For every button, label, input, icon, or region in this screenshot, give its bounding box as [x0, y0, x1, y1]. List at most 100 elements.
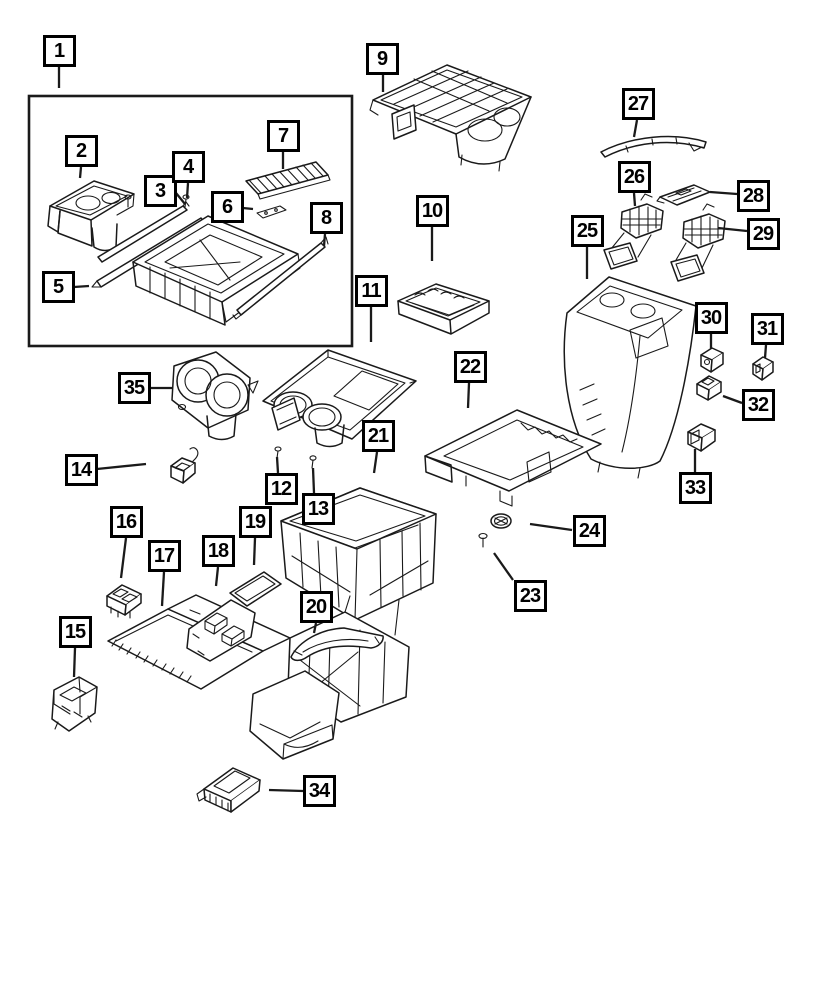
- callout-15[interactable]: 15: [58, 616, 92, 648]
- leader-line-17: [160, 571, 166, 607]
- leader-line-5: [73, 284, 90, 289]
- callout-21[interactable]: 21: [361, 420, 395, 452]
- part-35-cupholder-insert-drawing: [171, 351, 259, 441]
- callout-32[interactable]: 32: [741, 389, 775, 421]
- callout-13[interactable]: 13: [301, 493, 335, 525]
- callout-14[interactable]: 14: [64, 454, 98, 486]
- callout-30[interactable]: 30: [694, 302, 728, 334]
- part-11-cupholder-assembly-drawing: [262, 349, 417, 448]
- callout-label: 8: [320, 207, 332, 229]
- callout-3[interactable]: 3: [143, 175, 177, 207]
- leader-line-32: [722, 394, 743, 405]
- callout-label: 10: [421, 200, 443, 222]
- part-31-switch-drawing: [752, 356, 774, 381]
- callout-label: 23: [519, 585, 541, 607]
- callout-26[interactable]: 26: [617, 161, 651, 193]
- callout-label: 7: [277, 125, 289, 147]
- callout-10[interactable]: 10: [415, 195, 449, 227]
- callout-12[interactable]: 12: [264, 473, 298, 505]
- callout-label: 19: [244, 511, 266, 533]
- part-7-grille-drawing: [245, 161, 331, 200]
- callout-16[interactable]: 16: [109, 506, 143, 538]
- callout-33[interactable]: 33: [678, 472, 712, 504]
- callout-label: 2: [75, 140, 87, 162]
- callout-label: 33: [684, 477, 706, 499]
- callout-9[interactable]: 9: [365, 43, 399, 75]
- callout-18[interactable]: 18: [201, 535, 235, 567]
- callout-label: 11: [361, 280, 381, 302]
- part-32-switch-drawing: [696, 375, 722, 401]
- callout-1[interactable]: 1: [42, 35, 76, 67]
- callout-label: 31: [756, 318, 778, 340]
- part-19-pad-drawing: [229, 571, 282, 607]
- leader-line-24: [529, 522, 573, 532]
- part-14-connector-drawing: [170, 447, 199, 484]
- leader-line-16: [119, 537, 128, 579]
- part-23-screw-drawing: [478, 532, 488, 548]
- leader-line-26: [632, 192, 637, 207]
- callout-29[interactable]: 29: [746, 218, 780, 250]
- callout-label: 30: [700, 307, 722, 329]
- callout-label: 16: [115, 511, 137, 533]
- callout-label: 12: [270, 478, 292, 500]
- callout-label: 6: [221, 196, 233, 218]
- callout-7[interactable]: 7: [266, 120, 300, 152]
- callout-label: 17: [153, 545, 175, 567]
- callout-4[interactable]: 4: [171, 151, 205, 183]
- part-13-screw-drawing: [309, 455, 317, 469]
- part-12-screw-drawing: [274, 446, 282, 459]
- callout-label: 18: [207, 540, 229, 562]
- callout-31[interactable]: 31: [750, 313, 784, 345]
- group-box-1: [27, 94, 354, 348]
- callout-27[interactable]: 27: [621, 88, 655, 120]
- leader-line-15: [72, 647, 77, 678]
- callout-label: 1: [53, 40, 65, 62]
- callout-28[interactable]: 28: [736, 180, 770, 212]
- callout-19[interactable]: 19: [238, 506, 272, 538]
- part-16-switch-drawing: [106, 584, 142, 619]
- leader-line-3: [175, 192, 186, 205]
- part-24-emblem-drawing: [490, 513, 512, 529]
- callout-24[interactable]: 24: [572, 515, 606, 547]
- callout-25[interactable]: 25: [570, 215, 604, 247]
- part-9-lid-drawing: [369, 64, 532, 172]
- leader-line-19: [252, 537, 257, 566]
- leader-line-4: [185, 182, 190, 199]
- leader-line-12: [275, 456, 280, 474]
- callout-34[interactable]: 34: [302, 775, 336, 807]
- leader-lines: [27, 67, 768, 793]
- callout-label: 26: [623, 166, 645, 188]
- part-30-switch-drawing: [700, 347, 724, 373]
- callout-label: 28: [742, 185, 764, 207]
- callout-17[interactable]: 17: [147, 540, 181, 572]
- callout-11[interactable]: 11: [354, 275, 388, 307]
- part-22-lid-frame-drawing: [424, 409, 602, 507]
- callout-label: 21: [367, 425, 389, 447]
- leader-line-2: [78, 166, 83, 179]
- leader-line-8: [322, 233, 327, 247]
- leader-line-28: [709, 190, 738, 196]
- part-26-vent-drawing: [603, 193, 664, 270]
- leader-line-31: [763, 344, 768, 359]
- callout-23[interactable]: 23: [513, 580, 547, 612]
- callout-22[interactable]: 22: [453, 351, 487, 383]
- leader-line-23: [493, 552, 514, 581]
- callout-35[interactable]: 35: [117, 372, 151, 404]
- callout-8[interactable]: 8: [309, 202, 343, 234]
- callout-6[interactable]: 6: [210, 191, 244, 223]
- callout-5[interactable]: 5: [41, 271, 75, 303]
- part-18-bracket-drawing: [186, 599, 256, 662]
- leader-line-29: [717, 226, 748, 233]
- callout-label: 22: [459, 356, 481, 378]
- callout-label: 13: [307, 498, 329, 520]
- callout-20[interactable]: 20: [299, 591, 333, 623]
- callout-label: 15: [64, 621, 86, 643]
- leader-line-14: [96, 462, 147, 471]
- callout-2[interactable]: 2: [64, 135, 98, 167]
- leader-line-6: [242, 206, 254, 211]
- callout-label: 27: [627, 93, 649, 115]
- part-15-bracket-drawing: [51, 676, 98, 732]
- part-34-module-drawing: [196, 767, 261, 813]
